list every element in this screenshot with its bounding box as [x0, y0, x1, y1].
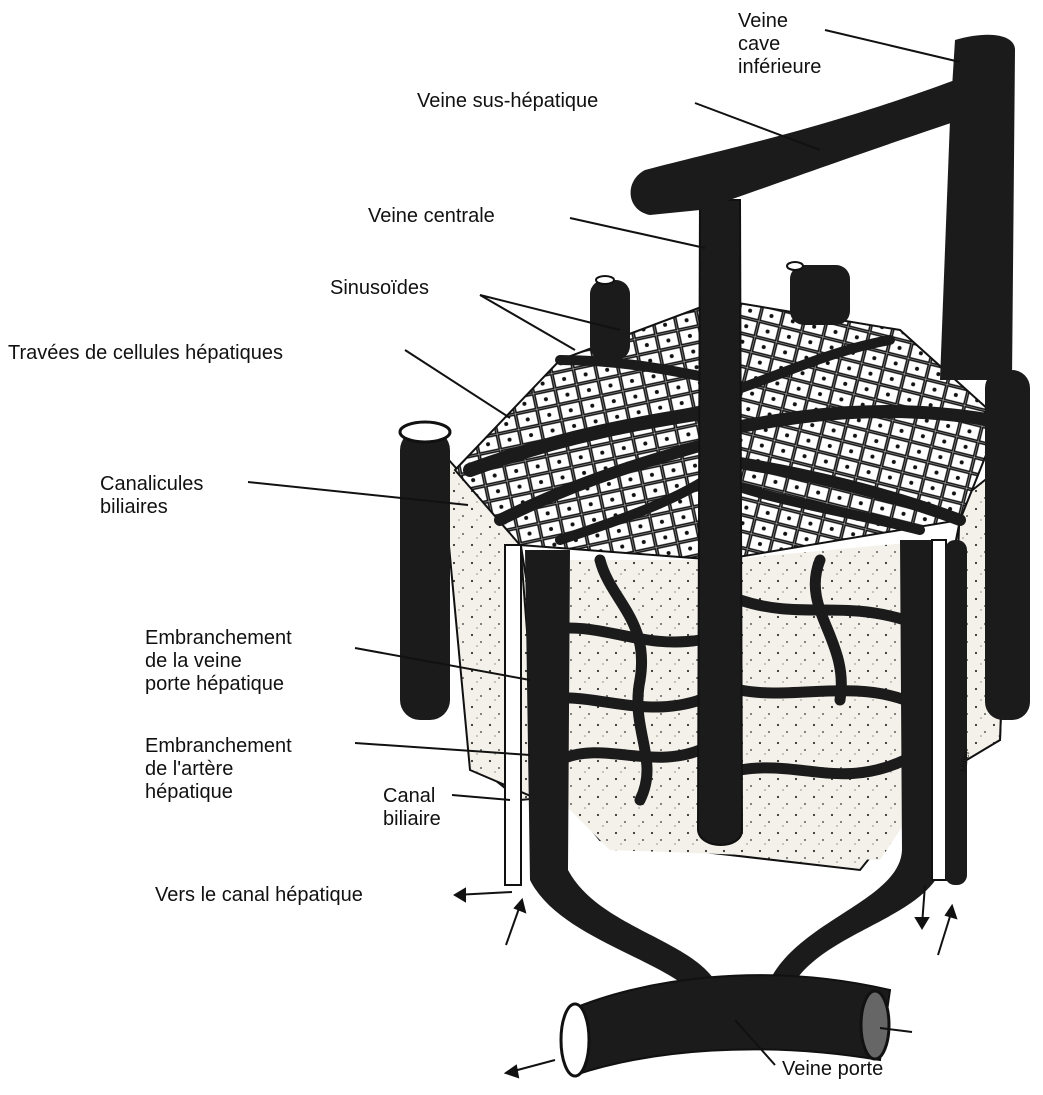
central-vein	[698, 200, 742, 845]
label-veine-cave: Veine cave inférieure	[738, 10, 821, 79]
label-embr-artere: Embranchement de l'artère hépatique	[145, 735, 292, 804]
left-portal-vein-branch	[400, 430, 450, 720]
portal-vein-right-opening	[861, 991, 889, 1059]
label-canal-biliaire: Canal biliaire	[383, 785, 441, 831]
top-stub-right	[790, 265, 850, 325]
label-vers-canal: Vers le canal hépatique	[155, 884, 363, 907]
label-travees: Travées de cellules hépatiques	[8, 342, 283, 365]
top-stub-left	[590, 280, 630, 360]
right-portal-vein-branch	[985, 370, 1030, 720]
label-veine-centrale: Veine centrale	[368, 205, 495, 228]
label-canalicules: Canalicules biliaires	[100, 473, 203, 519]
label-veine-porte: Veine porte	[782, 1058, 883, 1081]
label-sinusoides: Sinusoïdes	[330, 277, 429, 300]
front-left-bile-duct	[505, 545, 521, 885]
front-right-bile-duct	[932, 540, 946, 880]
portal-vein-left-opening	[561, 1004, 589, 1076]
sus-hepatic-vein	[631, 80, 960, 215]
label-veine-sus-hepatique: Veine sus-hépatique	[417, 90, 598, 113]
front-right-artery	[945, 540, 967, 885]
left-portal-top	[400, 422, 450, 442]
artist-signature: Miller	[952, 749, 978, 774]
label-embr-veine-porte: Embranchement de la veine porte hépatiqu…	[145, 627, 292, 696]
